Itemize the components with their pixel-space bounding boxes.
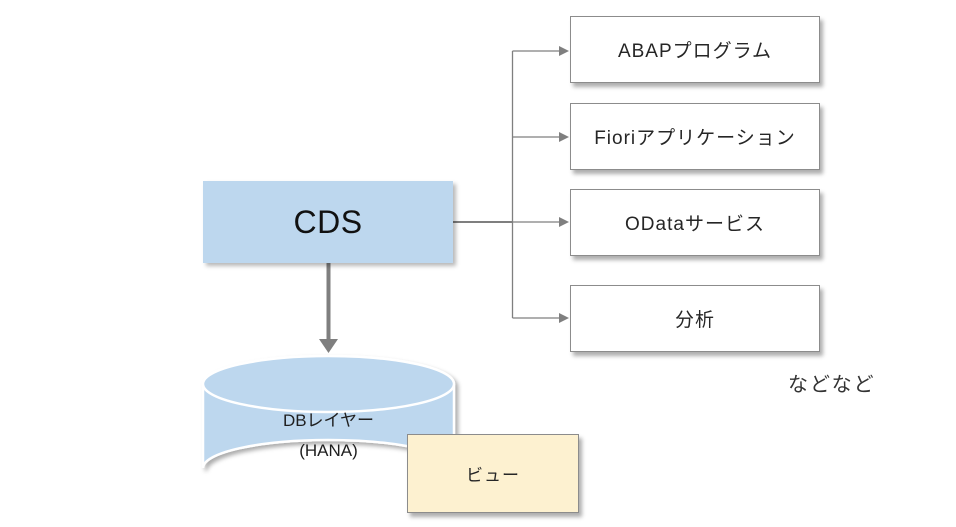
target-box-label: ABAPプログラム [617, 41, 773, 62]
arrow-down-icon [319, 339, 338, 353]
db-layer-label: DBレイヤー (HANA) [203, 406, 454, 466]
target-box-fiori-application: Fioriアプリケーション [570, 103, 820, 170]
arrow-right-icon [559, 46, 569, 56]
target-box-odata-service: ODataサービス [570, 189, 820, 256]
db-layer-line2: (HANA) [299, 441, 358, 460]
target-box-label: ODataサービス [625, 214, 765, 235]
view-label: ビュー [466, 466, 520, 485]
db-layer-line1: DBレイヤー [282, 411, 375, 430]
arrow-right-icon [559, 313, 569, 323]
target-box-analytics: 分析 [570, 285, 820, 352]
db-cylinder [201, 354, 456, 469]
view-box: ビュー [407, 434, 579, 513]
arrow-right-icon [559, 217, 569, 227]
target-box-label: Fioriアプリケーション [594, 128, 796, 149]
arrow-right-icon [559, 132, 569, 142]
cds-box: CDS [203, 181, 453, 263]
etc-label: などなど [788, 374, 876, 396]
cds-label: CDS [293, 203, 363, 240]
target-box-label: 分析 [674, 310, 715, 331]
db-cylinder-top [201, 354, 456, 414]
target-box-abap-program: ABAPプログラム [570, 16, 820, 83]
